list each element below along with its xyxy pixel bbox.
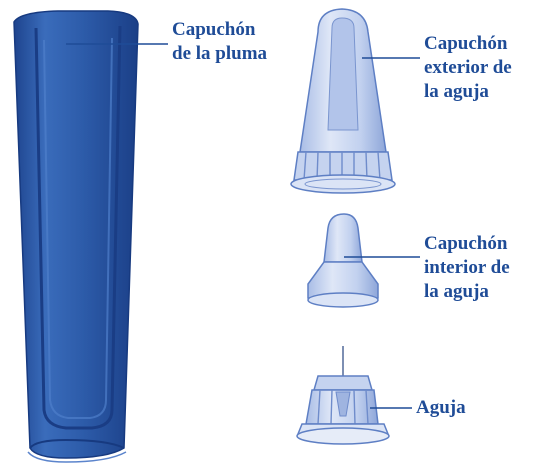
leader-lines [66, 43, 420, 409]
outer-needle-cap-shape [290, 8, 396, 194]
outer-needle-cap-label-line-1: Capuchón [424, 33, 508, 54]
pen-cap-label: Capuchón de la pluma [172, 18, 267, 66]
inner-needle-cap-label-line-3: la aguja [424, 281, 489, 302]
inner-needle-cap-label-line-1: Capuchón [424, 233, 508, 254]
inner-needle-cap-label: Capuchón interior de la aguja [424, 232, 510, 304]
pen-cap-label-line-2: de la pluma [172, 43, 268, 64]
inner-needle-cap-shape [307, 213, 379, 308]
pen-cap-label-line-1: Capuchón [172, 19, 256, 40]
outer-needle-cap-label: Capuchón exterior de la aguja [424, 32, 512, 104]
needle-label: Aguja [416, 396, 466, 420]
needle-shape [296, 346, 390, 445]
needle-label-line-1: Aguja [416, 397, 466, 418]
inner-needle-cap-label-line-2: interior de [424, 257, 510, 278]
pen-cap-shape [13, 10, 139, 463]
outer-needle-cap-label-line-3: la aguja [424, 81, 489, 102]
outer-needle-cap-label-line-2: exterior de [424, 57, 512, 78]
